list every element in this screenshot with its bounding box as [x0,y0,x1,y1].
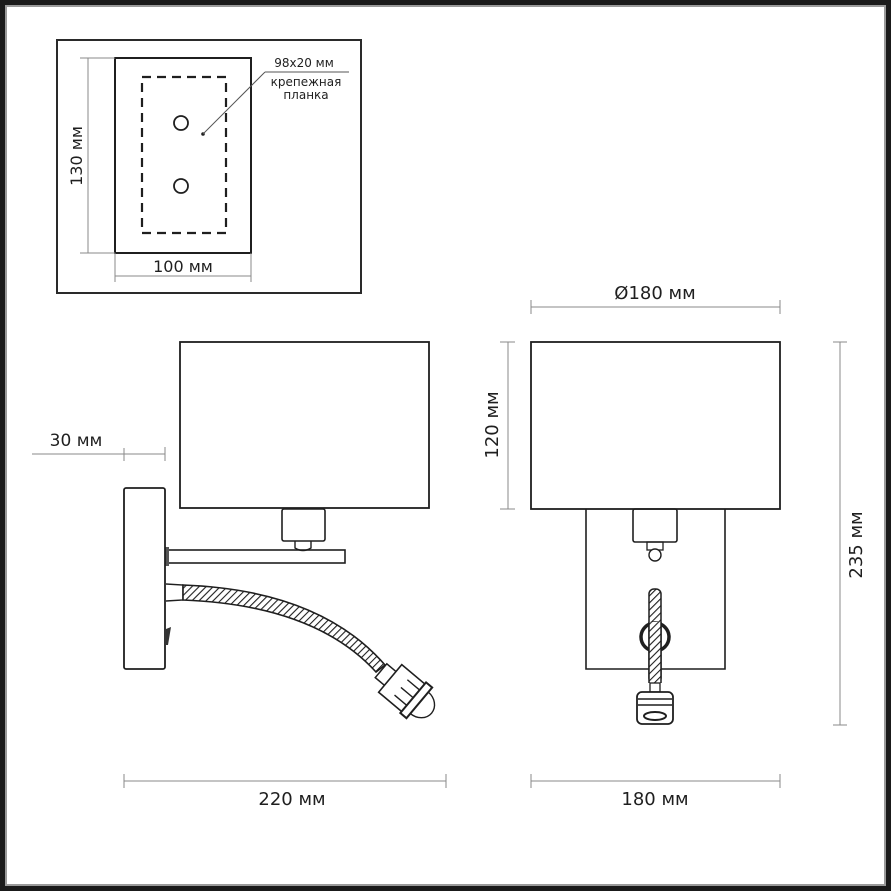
bulb-icon [648,548,662,562]
shade-diameter-label: Ø180 мм [614,283,695,304]
flexible-gooseneck [182,584,387,674]
screw-hole-icon [173,178,189,194]
front-view: Ø180 мм 120 мм 235 мм 180 мм [482,283,867,810]
support-arm [167,549,346,564]
inset-border [56,39,362,294]
wall-offset-label: 30 мм [50,431,103,451]
bracket-name-line2: планка [283,88,328,102]
lamp-shade-front [530,341,781,510]
side-view: 30 мм 220 мм [32,341,447,810]
bracket-size-label: 98x20 мм [274,56,334,70]
switch-icon [166,627,171,645]
lamp-shade-side [179,341,430,509]
total-height-label: 235 мм [846,511,867,578]
arm-joint [165,547,169,566]
lamp-socket [281,508,326,542]
total-width-label: 180 мм [621,789,688,810]
inner-frame [5,5,886,886]
mounting-plate-view: 130 мм 100 мм 98x20 мм крепежная планка [56,39,362,294]
screw-hole-icon [173,115,189,131]
plate-height-label: 130 мм [67,126,86,186]
wall-plate [114,57,252,254]
lamp-socket-front [632,508,678,543]
plate-width-label: 100 мм [153,257,213,276]
total-depth-label: 220 мм [258,789,325,810]
shade-height-label: 120 мм [482,391,503,458]
wall-base [123,487,166,670]
mounting-bracket-dashed [140,75,228,235]
reading-lamp-head [374,662,436,720]
reading-lamp-head-front [636,691,674,725]
bracket-name-line1: крепежная [271,75,342,89]
